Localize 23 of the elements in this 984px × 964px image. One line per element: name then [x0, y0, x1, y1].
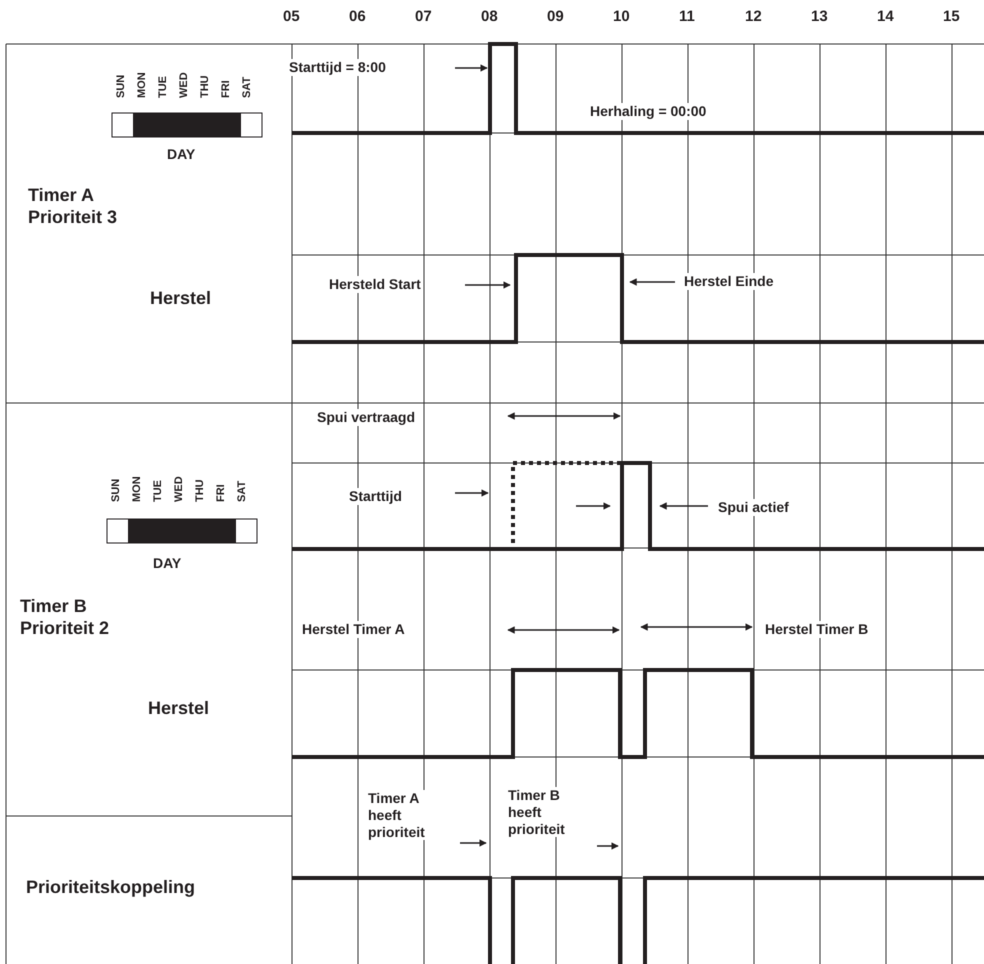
- day-label: THU: [195, 479, 206, 502]
- annotation-text: Herstel Timer A: [300, 621, 407, 638]
- day-label: FRI: [216, 484, 227, 502]
- day-label: MON: [137, 72, 148, 98]
- day-label: SAT: [237, 480, 248, 502]
- annotation-text: Hersteld Start: [327, 276, 423, 293]
- day-label: WED: [179, 72, 190, 98]
- annotation-text: Herhaling = 00:00: [588, 103, 708, 120]
- annotation-text: Herstel Einde: [682, 273, 776, 290]
- day-label: THU: [200, 75, 211, 98]
- day-label: TUE: [158, 76, 169, 98]
- day-label: SUN: [111, 478, 122, 502]
- day-label: WED: [174, 476, 185, 502]
- annotation-text: Starttijd: [347, 488, 404, 505]
- day-label: TUE: [153, 480, 164, 502]
- annotation-text: Starttijd = 8:00: [287, 59, 388, 76]
- annotation-text: Spui vertraagd: [315, 409, 418, 426]
- day-label: SUN: [116, 74, 127, 98]
- annotation-text: Herstel Timer B: [763, 621, 870, 638]
- day-label: SAT: [242, 76, 253, 98]
- day-label: MON: [132, 476, 143, 502]
- day-label: FRI: [221, 80, 232, 98]
- annotation-text: Spui actief: [716, 499, 791, 516]
